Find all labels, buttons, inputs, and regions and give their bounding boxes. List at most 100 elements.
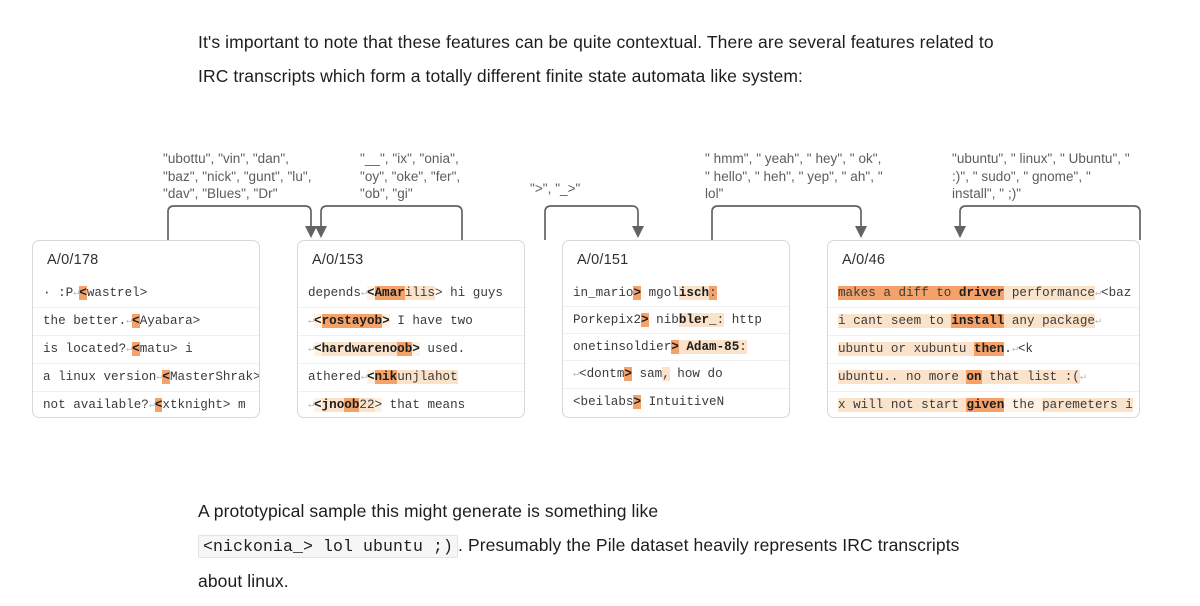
card-title: A/0/46 [842,252,886,268]
token: not available? [43,398,149,412]
token: < [314,342,322,356]
feature-label-linux-terms: "ubuntu", " linux", " Ubuntu", " :)", " … [952,151,1130,201]
newline-glyph: ↵ [360,288,367,299]
activation-row: in_mario> mgolisch: [563,280,789,306]
activation-row: <beilabs> IntuitiveN [563,388,789,415]
token: , [662,367,670,381]
newline-glyph: ↵ [73,288,80,299]
newline-glyph: ↵ [1094,288,1102,299]
activation-row: makes a diff to driver performance↵<baz [828,280,1139,307]
newline-glyph: ↵ [1011,344,1018,355]
activation-row: x will not start given the paremeters i [828,391,1139,417]
token: ilis [404,286,435,300]
newline-glyph: ↵ [148,400,155,411]
token: > [633,395,642,409]
token: ubuntu or xubuntu [838,342,975,356]
feature-card-a0178[interactable]: A/0/178 · :P↵<wastrel>the better.↵<Ayaba… [32,240,260,418]
activation-row: i cant seem to install any package↵ [828,307,1139,335]
activation-row: ubuntu or xubuntu then.↵<k [828,335,1139,363]
token: http [724,313,762,327]
token: ob [366,314,383,328]
activation-row: ubuntu.. no more on that list :(↵ [828,363,1139,391]
token: ubuntu.. no more [838,370,967,384]
token: > [374,398,383,412]
token: how do [669,367,723,381]
token: <baz [1101,286,1132,300]
activation-row: · :P↵<wastrel> [33,280,259,307]
token: > [382,314,390,328]
token: > [434,286,443,300]
token: sam [631,367,663,381]
token: < [314,314,322,328]
newline-glyph: ↵ [126,316,133,327]
activation-row: Porkepix2> nibbler_: http [563,306,789,333]
token: < [132,314,140,328]
activation-row: ↵<jnoob22> that means [298,391,524,417]
intro-paragraph: It's important to note that these featur… [198,32,994,86]
token: a linux version [43,370,157,384]
activation-row: not available?↵<xtknight> m [33,391,259,417]
feature-card-a046[interactable]: A/0/46 makes a diff to driver performanc… [827,240,1140,418]
token: the [1004,398,1043,412]
token: MasterShrak> [169,370,259,384]
token: any package [1004,314,1095,328]
activation-row: ↵<dontm> sam, how do [563,360,789,388]
newline-glyph: ↵ [308,344,315,355]
token: wastrel> [86,286,148,300]
token: rostay [321,314,367,328]
token: . [1004,342,1012,356]
token: paremeters i [1042,398,1133,412]
token: onetinsoldier [573,340,672,354]
newline-glyph: ↵ [126,344,133,355]
token: <k [1017,342,1033,356]
token: hardwareno [321,342,398,356]
feature-label-interjections: " hmm", " yeah", " hey", " ok", " hello"… [705,151,883,201]
token: given [966,398,1005,412]
activation-row: ↵<rostayob> I have two [298,307,524,335]
token: < [154,398,163,412]
token: · :P [43,286,74,300]
token: Porkepix2 [573,313,642,327]
activation-row: athered↵<nikunjlahot [298,363,524,391]
token: < [366,286,375,300]
token: > [624,367,632,381]
newline-glyph: ↵ [156,372,163,383]
token: i cant seem to [838,314,952,328]
feature-card-a0151[interactable]: A/0/151 in_mario> mgolisch:Porkepix2> ni… [562,240,790,418]
token: athered [308,370,361,384]
token: > [412,342,420,356]
token: used. [419,342,466,356]
token: I have two [389,314,473,328]
newline-glyph: ↵ [1094,316,1102,327]
activation-row: onetinsoldier> Adam-85: [563,333,789,360]
activation-row: is located?↵<matu> i [33,335,259,363]
token: hi guys [442,286,503,300]
feature-label-arrow-tokens: ">", "_>" [530,181,581,196]
token: : [739,340,747,354]
token: mgol [641,286,679,300]
newline-glyph: ↵ [573,369,580,380]
token: depends [308,286,361,300]
token: that means [382,398,466,412]
token: : [716,313,725,327]
feature-card-a0153[interactable]: A/0/153 depends↵<Amarilis> hi guys↵<rost… [297,240,525,418]
card-rows: in_mario> mgolisch:Porkepix2> nibbler_: … [563,280,789,415]
card-title: A/0/153 [312,252,364,268]
activation-row: ↵<hardwarenoob> used. [298,335,524,363]
token: < [162,370,170,384]
token: nik [374,370,398,384]
token: bler_ [678,313,717,327]
token: matu> i [139,342,193,356]
activation-row: depends↵<Amarilis> hi guys [298,280,524,307]
token: ob [397,342,413,356]
token: that list :( [981,370,1080,384]
activation-row: the better.↵<Ayabara> [33,307,259,335]
newline-glyph: ↵ [1079,372,1086,383]
token: : [709,286,717,300]
activation-row: a linux version↵<MasterShrak> [33,363,259,391]
token: driver [958,286,1005,300]
card-title: A/0/151 [577,252,629,268]
token: performance [1004,286,1095,300]
token: Adam-85 [678,340,740,354]
